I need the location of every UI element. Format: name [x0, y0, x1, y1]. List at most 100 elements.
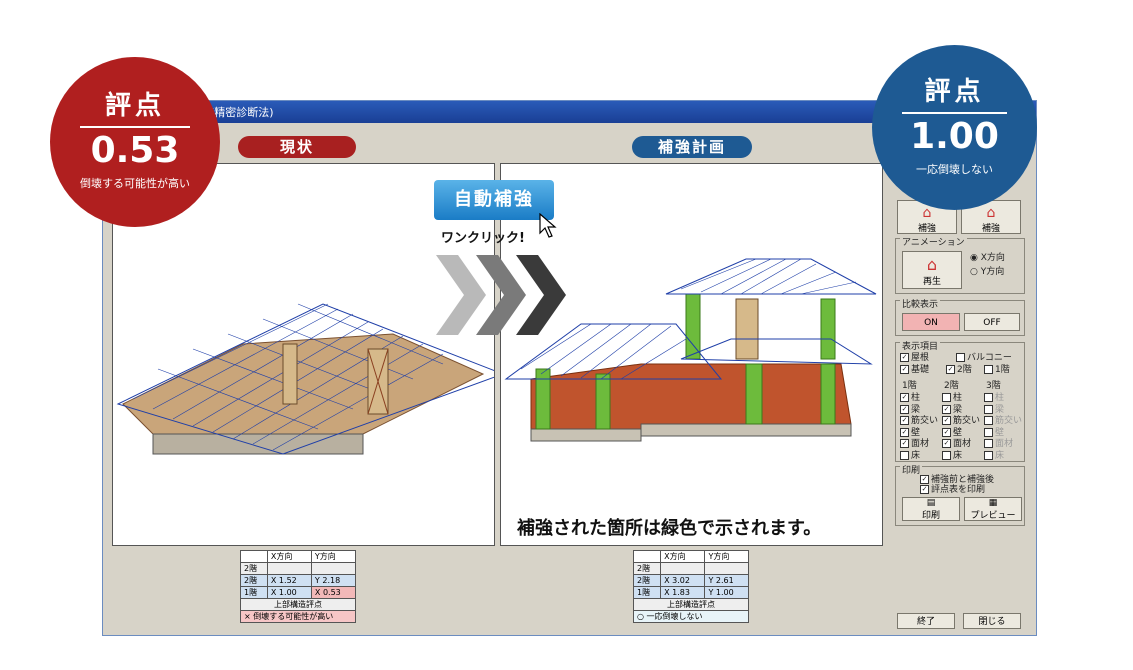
- col-x: X方向: [266, 550, 312, 563]
- score-cell: Y 1.00: [704, 586, 749, 599]
- end-button[interactable]: 終了: [897, 613, 955, 629]
- row-label: 1階: [240, 586, 268, 599]
- print-label: 印刷: [921, 511, 940, 521]
- print-option[interactable]: ✓補強前と補強後: [920, 475, 995, 485]
- badge-divider: [902, 112, 1007, 114]
- title-bar: [103, 101, 1036, 123]
- cursor-icon: [539, 213, 557, 238]
- score-cell: X 0.53: [310, 586, 357, 599]
- row-label: 壁: [911, 427, 921, 438]
- arrow-right-icon: [436, 255, 566, 335]
- col-y: Y方向: [310, 550, 357, 563]
- auto-reinforce-button[interactable]: 自動補強: [434, 180, 554, 220]
- dir-x-radio[interactable]: ◉ X方向: [970, 253, 1005, 263]
- row-label: 柱: [995, 393, 1005, 403]
- animation-title: アニメーション: [900, 238, 967, 249]
- row-label: 壁: [953, 427, 963, 438]
- display-item[interactable]: 1階: [984, 365, 1010, 376]
- display-item[interactable]: ✓基礎: [900, 365, 930, 375]
- close-label: 閉じる: [978, 617, 1006, 627]
- after-score-badge: 評点 1.00 一応倒壊しない: [872, 45, 1037, 210]
- close-button[interactable]: 閉じる: [963, 613, 1021, 629]
- window-title: (精密診断法): [210, 106, 274, 119]
- score-cell: X 3.02: [660, 574, 706, 587]
- panel-button-2-label: 補強: [981, 224, 1000, 234]
- col-header: 3階: [986, 381, 1001, 391]
- score-label: 上部構造評点: [240, 598, 356, 611]
- score-cell: X 1.00: [266, 586, 312, 599]
- on-label: ON: [924, 318, 938, 328]
- green-caption: 補強された箇所は緑色で示されます。: [517, 518, 822, 539]
- row-label: 梁: [953, 404, 963, 415]
- display-group: 表示項目 ✓屋根 バルコニー ✓基礎 ✓2階 1階 1階 2階 3階 ✓柱 ✓梁…: [895, 342, 1025, 462]
- play-animation-button[interactable]: ⌂ 再生: [902, 251, 962, 289]
- row-label: 面材: [995, 439, 1014, 449]
- current-view-pane[interactable]: [112, 163, 505, 546]
- badge-subtitle: 一応倒壊しない: [916, 163, 993, 176]
- preview-icon: ▦: [988, 498, 998, 508]
- row-label: 2階: [632, 574, 662, 587]
- display-item-label: 屋根: [911, 353, 930, 363]
- row-label: 面材: [953, 439, 972, 449]
- compare-title: 比較表示: [900, 300, 941, 311]
- score-cell: Y 2.61: [704, 574, 749, 587]
- row-col-2[interactable]: 柱 ✓梁 ✓筋交い ✓壁 ✓面材 床: [942, 393, 981, 461]
- score-cell: X 1.83: [660, 586, 706, 599]
- row-label: 梁: [911, 404, 921, 415]
- one-click-note: ワンクリック!: [441, 231, 525, 246]
- score-cell: Y 2.18: [310, 574, 357, 587]
- row-label: 柱: [911, 393, 921, 403]
- print-option[interactable]: ✓評点表を印刷: [920, 485, 986, 495]
- col-header: 1階: [902, 381, 917, 391]
- plan-house-model: [504, 258, 877, 442]
- col-y: Y方向: [704, 550, 749, 563]
- plan-view-pane[interactable]: 補強された箇所は緑色で示されます。: [500, 163, 883, 546]
- display-item[interactable]: ✓屋根: [900, 353, 930, 363]
- animation-group: アニメーション ⌂ 再生 ◉ X方向 ○ Y方向: [895, 238, 1025, 294]
- display-item[interactable]: ✓2階: [946, 365, 972, 375]
- row-label: 面材: [911, 439, 930, 449]
- dir-x-label: X方向: [980, 253, 1005, 263]
- before-score-badge: 評点 0.53 倒壊する可能性が高い: [50, 57, 220, 227]
- compare-off-button[interactable]: OFF: [964, 313, 1020, 331]
- badge-title: 評点: [104, 91, 165, 121]
- row-label: 筋交い: [995, 416, 1023, 426]
- end-label: 終了: [916, 617, 935, 627]
- score-result: ○ 一応倒壊しない: [633, 610, 749, 623]
- dir-y-label: Y方向: [980, 267, 1005, 277]
- compare-on-button[interactable]: ON: [902, 313, 960, 331]
- display-item-label: 基礎: [911, 365, 930, 375]
- play-label: 再生: [922, 277, 941, 287]
- printer-icon: ▤: [926, 498, 936, 508]
- house-icon: ⌂: [986, 205, 996, 221]
- house-icon: ⌂: [922, 205, 932, 221]
- row-label: 2階: [632, 562, 662, 575]
- col-header: 2階: [944, 381, 959, 391]
- print-option-label: 評点表を印刷: [931, 485, 986, 495]
- row-label: 筋交い: [953, 416, 981, 426]
- score-label: 上部構造評点: [633, 598, 749, 611]
- row-label: 筋交い: [911, 416, 939, 426]
- row-col-1[interactable]: ✓柱 ✓梁 ✓筋交い ✓壁 ✓面材 床: [900, 393, 939, 461]
- display-title: 表示項目: [900, 342, 941, 353]
- row-label: 2階: [240, 562, 268, 575]
- row-label: 床: [911, 450, 921, 461]
- display-item[interactable]: バルコニー: [956, 353, 1012, 364]
- print-option-label: 補強前と補強後: [931, 475, 995, 485]
- score-result: × 倒壊する可能性が高い: [240, 610, 356, 623]
- row-label: 床: [953, 450, 963, 461]
- print-button[interactable]: ▤ 印刷: [902, 497, 960, 521]
- display-item-label: 2階: [957, 365, 972, 375]
- row-col-3[interactable]: 柱 梁 筋交い 壁 面材 床: [984, 393, 1022, 462]
- display-item-label: 1階: [995, 365, 1010, 375]
- display-item-label: バルコニー: [967, 353, 1012, 363]
- badge-subtitle: 倒壊する可能性が高い: [80, 177, 190, 190]
- dir-y-radio[interactable]: ○ Y方向: [970, 267, 1005, 277]
- print-title: 印刷: [900, 466, 923, 477]
- score-cell: X 1.52: [266, 574, 312, 587]
- badge-divider: [80, 126, 190, 128]
- preview-button[interactable]: ▦プレビュー: [964, 497, 1022, 521]
- row-label: 1階: [632, 586, 662, 599]
- row-label: 柱: [953, 393, 963, 403]
